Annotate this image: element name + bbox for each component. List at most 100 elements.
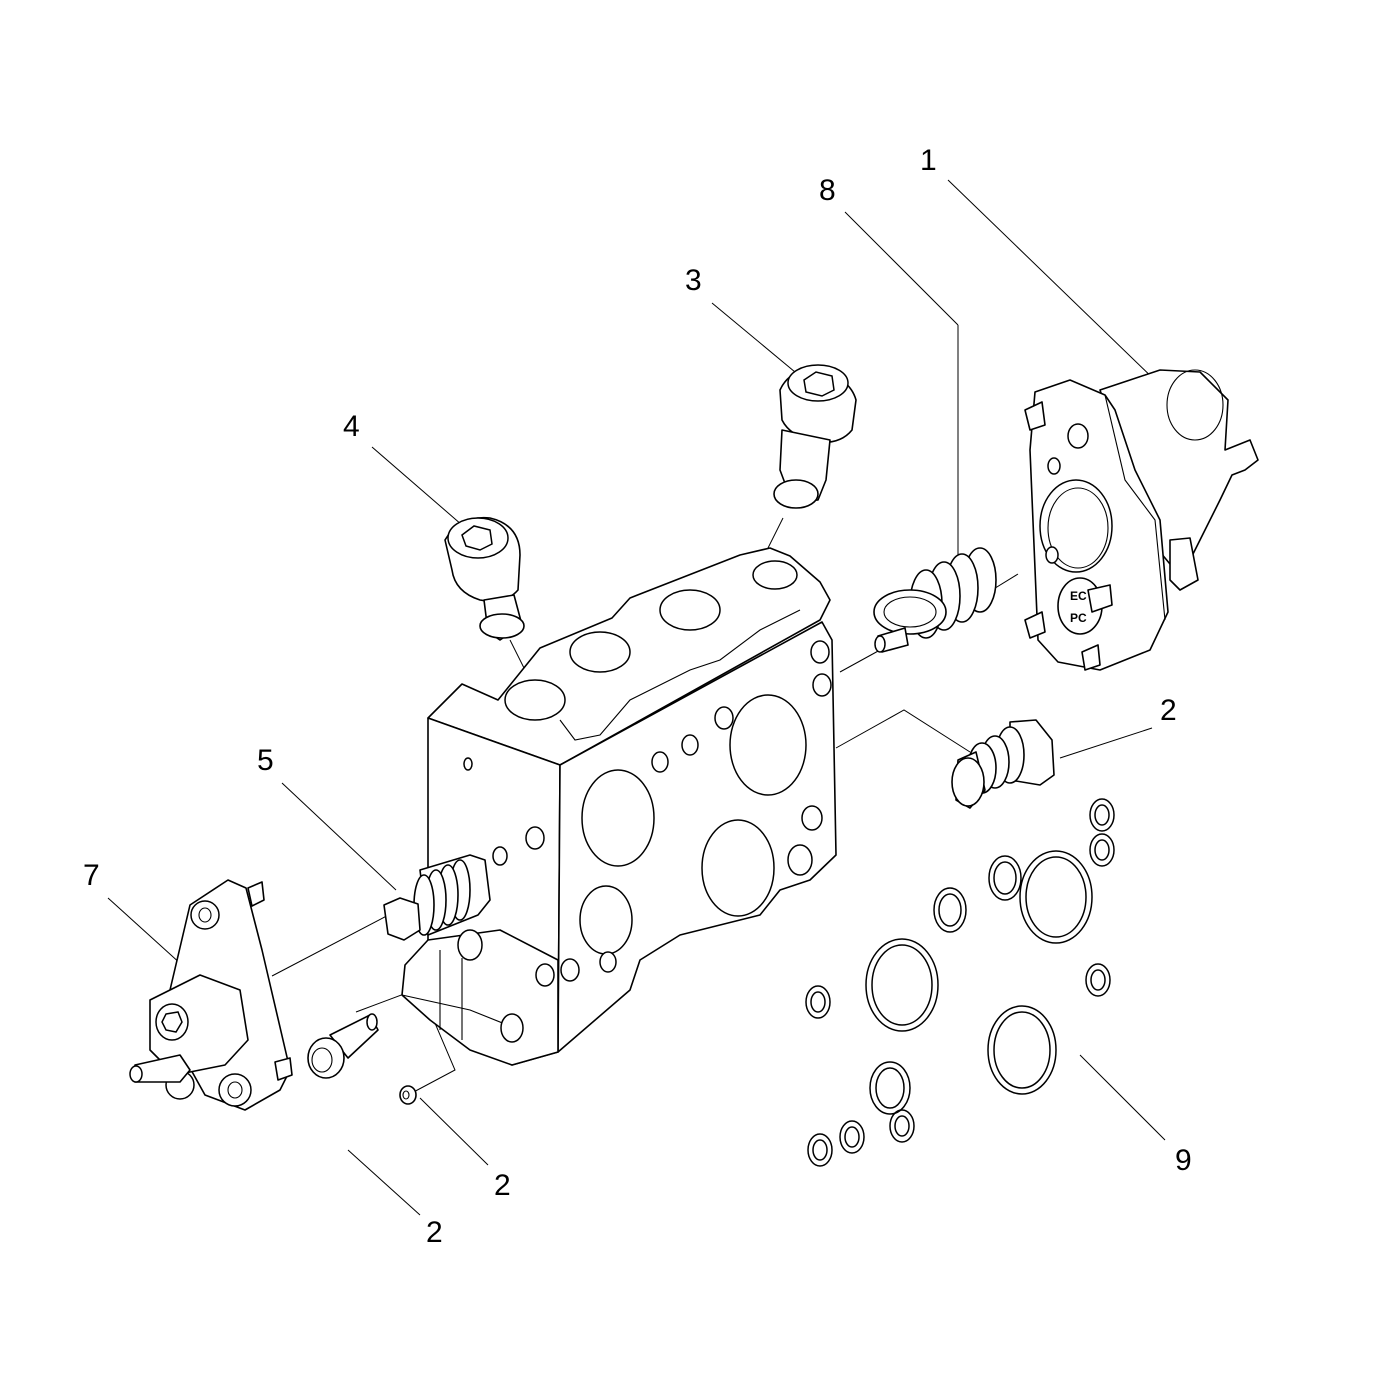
front-hole-7 (787, 844, 813, 876)
cover-7-fitting (134, 1054, 191, 1083)
cover-7-boss (149, 974, 249, 1076)
part-2-small-plug (399, 1085, 417, 1105)
part-2-screw (307, 1013, 379, 1079)
cover-1-hole-mid (1047, 457, 1061, 475)
seal-medium-3 (869, 1061, 911, 1115)
cap-3-hex (803, 371, 835, 397)
front-port-large-lower (701, 819, 775, 917)
seal-medium-2 (933, 887, 967, 933)
leader-2-low (347, 1149, 421, 1216)
cover-7-bolt-bot-2 (218, 1073, 252, 1107)
seal-small-6 (839, 1120, 865, 1154)
cover-1-marking-top: EC (1070, 589, 1087, 603)
callout-2-low: 2 (426, 1216, 443, 1249)
screw-2-shank-end (366, 1013, 378, 1031)
axis-5 (271, 909, 399, 977)
seal-small-3 (805, 985, 831, 1019)
seal-small-1-inner (1094, 804, 1110, 826)
callout-7: 7 (83, 859, 100, 892)
cap-4-nut (479, 613, 525, 639)
cover-1-hole-bot (1045, 546, 1059, 564)
cover-1-label-pin (1087, 584, 1113, 613)
callout-1: 1 (920, 144, 937, 177)
callout-5: 5 (257, 744, 274, 777)
top-port-center-right (659, 589, 721, 631)
leader-5 (281, 782, 397, 891)
cover-1-side-boss (1169, 537, 1199, 591)
front-hole-5 (812, 673, 832, 697)
callout-2-mid: 2 (494, 1169, 511, 1202)
valve-body (401, 547, 837, 1066)
seal-small-1 (1089, 798, 1115, 832)
spring-8-cap-inner (883, 596, 937, 628)
cap-4-hex (461, 525, 493, 551)
seal-large-1 (1019, 850, 1093, 944)
front-hole-9 (492, 846, 508, 866)
axis-2-bottom (355, 987, 456, 1096)
cover-1-marking-bottom: PC (1070, 611, 1087, 625)
cover-7-bolt-bot-2-hex (227, 1081, 243, 1099)
screw-2-head (307, 1037, 345, 1079)
small-plug-2-inner (402, 1090, 410, 1100)
part-8-spring (873, 547, 997, 653)
front-hole-3 (651, 751, 669, 773)
cover-7-fitting-end (129, 1065, 143, 1083)
cover-1-plate-edge (1104, 394, 1166, 621)
leader-7 (107, 897, 183, 966)
seal-medium-1 (988, 855, 1022, 901)
top-port-center-left (569, 631, 631, 673)
cover-1-solenoid-end (1166, 369, 1224, 441)
small-plug-2 (399, 1085, 417, 1105)
seal-medium-1-inner (993, 861, 1017, 895)
seal-large-1-inner (1025, 856, 1087, 938)
leader-8 (844, 211, 959, 326)
seal-medium-3-inner (875, 1067, 905, 1109)
cover-1-hole-top (1067, 423, 1089, 449)
cover-1-bore (1039, 479, 1113, 573)
front-hole-1 (714, 706, 734, 730)
axis-2-right (835, 709, 971, 753)
part-3-cap (773, 364, 857, 509)
top-port-right (752, 560, 798, 590)
seal-medium-2-inner (938, 893, 962, 927)
front-hole-8 (525, 826, 545, 850)
seal-small-5 (889, 1109, 915, 1143)
front-hole-2 (681, 734, 699, 756)
cover-7-hex (161, 1011, 183, 1033)
front-hole-10 (535, 963, 555, 987)
screw-2-head-inner (311, 1047, 333, 1073)
leader-2-mid (419, 1097, 489, 1166)
axis-8 (839, 649, 881, 673)
front-hole-12 (599, 951, 617, 973)
cover-1-pin-bot-1 (1024, 611, 1046, 639)
spring-8-pin-end (874, 635, 886, 653)
seal-small-4-inner (1090, 969, 1106, 991)
seal-small-2-inner (1094, 839, 1110, 861)
seal-small-6-inner (844, 1126, 860, 1148)
part-9-seal-kit (805, 798, 1115, 1167)
cover-7-pin-bot (274, 1057, 293, 1081)
seal-small-3-inner (810, 991, 826, 1013)
cover-7-bolt-top-hex (198, 907, 212, 923)
front-hole-4 (810, 640, 830, 664)
front-hole-11 (560, 958, 580, 982)
cap-3-nut (773, 479, 819, 509)
seal-small-4 (1085, 963, 1111, 997)
seal-large-3-inner (993, 1011, 1051, 1089)
callout-3: 3 (685, 264, 702, 297)
callout-4: 4 (343, 410, 360, 443)
leader-3 (711, 302, 796, 373)
front-hole-6 (801, 805, 823, 831)
seal-small-7 (807, 1133, 833, 1167)
front-port-large-upper (729, 694, 807, 796)
front-port-medium (579, 885, 633, 955)
part-5-spool (383, 854, 491, 941)
leader-9 (1079, 1054, 1166, 1141)
seal-small-5-inner (894, 1115, 910, 1137)
callout-9: 9 (1175, 1144, 1192, 1177)
part-1-cover: EC PC (1024, 369, 1259, 671)
top-port-left (504, 679, 566, 721)
seal-large-2-inner (871, 944, 933, 1026)
part-7-cover (129, 879, 293, 1111)
spool-5-nut (383, 897, 421, 941)
